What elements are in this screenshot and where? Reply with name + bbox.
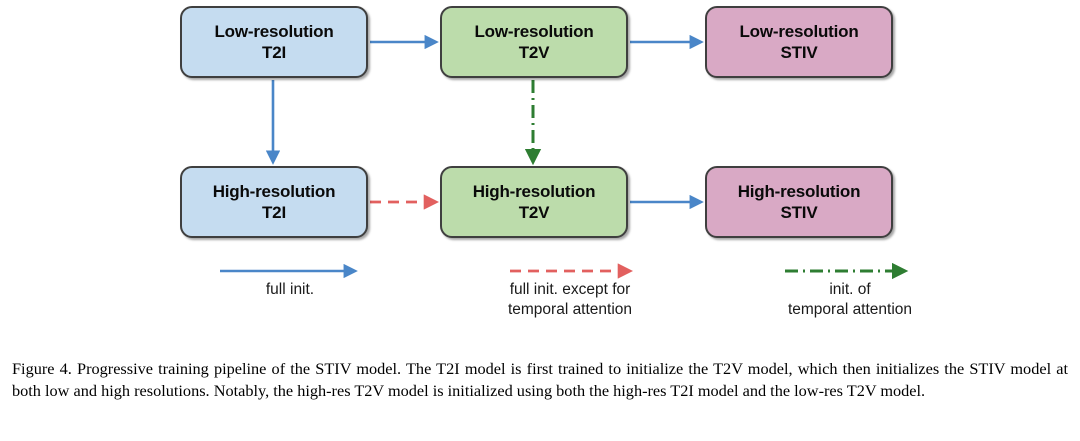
node-low-resolution-t2i[interactable]: Low-resolution T2I [180, 6, 368, 78]
legend-label-full-init: full init. [265, 281, 315, 298]
legend-item-init-temporal: init. of temporal attention [755, 262, 945, 320]
node-label: Low-resolution STIV [739, 21, 858, 64]
node-label-line1: High-resolution [472, 181, 596, 201]
node-label: Low-resolution T2V [474, 21, 593, 64]
node-low-resolution-stiv[interactable]: Low-resolution STIV [705, 6, 893, 78]
node-high-resolution-stiv[interactable]: High-resolution STIV [705, 166, 893, 238]
node-label-line1: Low-resolution [214, 21, 334, 41]
node-label-line2: T2I [262, 203, 286, 222]
node-label: Low-resolution T2I [214, 21, 333, 64]
node-label-line1: High-resolution [737, 181, 861, 201]
node-label: High-resolution T2I [213, 181, 336, 224]
legend-swatch-dashdot-green [755, 262, 945, 280]
node-high-resolution-t2v[interactable]: High-resolution T2V [440, 166, 628, 238]
legend-label-full-init-except: full init. except for temporal attention [507, 281, 633, 319]
legend-label-init-temporal: init. of temporal attention [787, 281, 913, 319]
node-label-line1: High-resolution [212, 181, 336, 201]
legend-item-full-init-except: full init. except for temporal attention [470, 262, 670, 320]
node-label-line2: T2I [262, 43, 286, 62]
node-label-line1: Low-resolution [474, 21, 594, 41]
node-low-resolution-t2v[interactable]: Low-resolution T2V [440, 6, 628, 78]
node-label: High-resolution STIV [738, 181, 861, 224]
legend-swatch-solid-blue [205, 262, 375, 280]
node-high-resolution-t2i[interactable]: High-resolution T2I [180, 166, 368, 238]
node-label-line2: T2V [518, 203, 550, 222]
legend-item-full-init: full init. [205, 262, 375, 300]
node-label-line1: Low-resolution [739, 21, 859, 41]
figure-diagram: Low-resolution T2I Low-resolution T2V Lo… [180, 6, 945, 320]
node-label-line2: STIV [780, 203, 818, 222]
node-label: High-resolution T2V [473, 181, 596, 224]
legend-swatch-dashed-red [470, 262, 670, 280]
node-label-line2: T2V [518, 43, 550, 62]
figure-caption: Figure 4. Progressive training pipeline … [12, 359, 1068, 400]
node-label-line2: STIV [780, 43, 818, 62]
